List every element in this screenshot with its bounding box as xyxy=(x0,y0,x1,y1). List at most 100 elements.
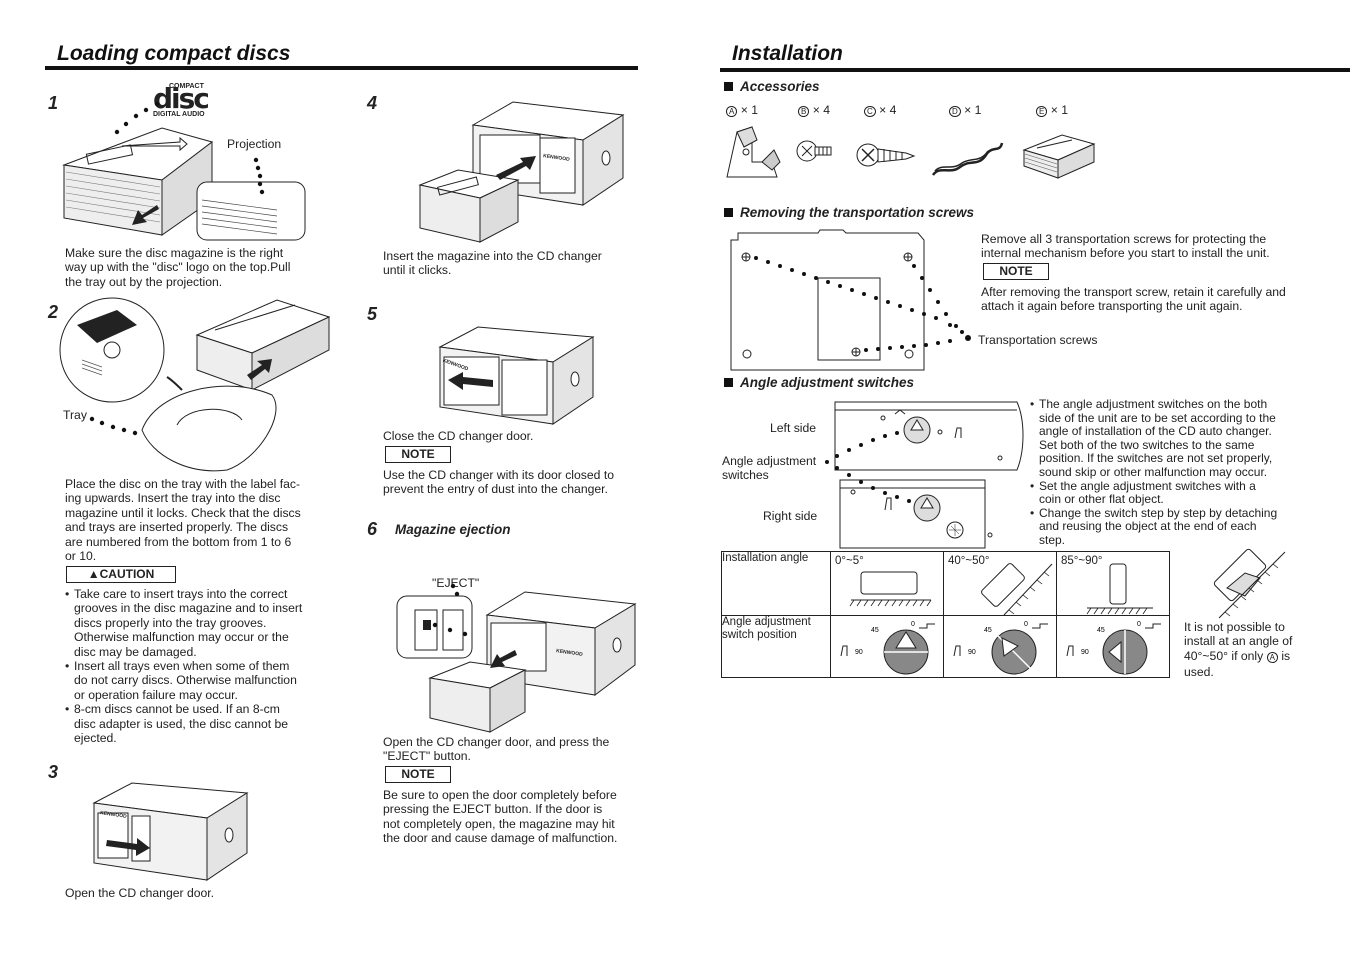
right-side-label: Right side xyxy=(763,509,818,523)
switches-bullet-item: The angle adjustment switches on the bot… xyxy=(1030,397,1340,480)
disc-logo: COMPACT disc DIGITAL AUDIO xyxy=(153,82,210,118)
tray-label: Tray xyxy=(63,408,87,422)
installation-angle-label: Installation angle xyxy=(721,551,831,616)
angle-90-icon xyxy=(1086,563,1153,615)
title-rule-left xyxy=(45,66,638,70)
dial-left-icon: 45 90 0 xyxy=(1066,621,1161,675)
step-number-1: 1 xyxy=(48,93,59,113)
bracket-icon xyxy=(726,126,781,178)
magazine-insert-illustration xyxy=(418,101,625,243)
circled-mark: A xyxy=(1266,651,1278,663)
svg-text:0: 0 xyxy=(1024,621,1028,628)
svg-text:45: 45 xyxy=(1097,627,1105,634)
page-title-left: Loading compact discs xyxy=(57,42,291,65)
installation-angle-table: Installation angle 0°~5° 40°~50° 85°~90° xyxy=(721,551,1170,678)
magazine-pull-illustration xyxy=(62,101,306,241)
changer-open-door-illustration xyxy=(92,782,249,881)
transportation-screws-callout: Transportation screws xyxy=(978,333,1098,347)
accessory-label-c: C × 4 xyxy=(864,103,896,119)
note-box: NOTE xyxy=(385,446,451,463)
svg-text:90: 90 xyxy=(855,649,863,656)
step-2-text: Place the disc on the tray with the labe… xyxy=(65,477,301,564)
screws-heading: Removing the transportation screws xyxy=(724,205,974,220)
accessory-label-e: E × 1 xyxy=(1036,103,1068,119)
angle-cell: 85°~90° xyxy=(1056,551,1170,616)
unit-bottom-illustration xyxy=(730,229,971,371)
angle-45-icon xyxy=(981,563,1053,616)
accessories-heading: Accessories xyxy=(724,79,820,94)
svg-text:0: 0 xyxy=(1137,621,1141,628)
switches-bullets: The angle adjustment switches on the bot… xyxy=(1030,397,1340,548)
svg-text:45: 45 xyxy=(984,627,992,634)
projection-label: Projection xyxy=(227,137,282,151)
changer-close-door-illustration xyxy=(438,326,595,425)
magazine-ejection-heading: Magazine ejection xyxy=(395,522,511,537)
angle-value: 0°~5° xyxy=(835,555,864,567)
step-5-text: Close the CD changer door. xyxy=(383,429,534,443)
eject-illustration xyxy=(396,583,637,733)
angle-value: 85°~90° xyxy=(1061,555,1103,567)
step-5-note-text: Use the CD changer with its door closed … xyxy=(383,468,614,497)
cable-icon xyxy=(931,142,1004,176)
disc-tray-illustration xyxy=(59,297,331,472)
step-1-text: Make sure the disc magazine is the right… xyxy=(65,246,291,289)
caution-list: Take care to insert trays into the corre… xyxy=(65,587,340,745)
step-number-3: 3 xyxy=(48,762,59,782)
title-rule-right xyxy=(720,68,1350,72)
angle-cell: 0°~5° xyxy=(830,551,944,616)
accessory-label-a: A × 1 xyxy=(726,103,758,119)
dial-cell: 45 90 0 xyxy=(943,615,1057,678)
circled-mark: B xyxy=(798,106,810,117)
screw-b-icon xyxy=(796,140,832,162)
dial-cell: 45 90 0 xyxy=(1056,615,1170,678)
switches-bullet-item: Set the angle adjustment switches with a… xyxy=(1030,479,1340,507)
svg-text:45: 45 xyxy=(871,627,879,634)
dial-cell: 45 90 0 xyxy=(830,615,944,678)
warning-icon: ▲ xyxy=(87,567,100,581)
eject-label: "EJECT" xyxy=(432,576,480,590)
left-side-label: Left side xyxy=(770,421,817,435)
circled-mark: E xyxy=(1036,106,1048,117)
note-box: NOTE xyxy=(983,263,1049,280)
circled-mark: A xyxy=(726,106,738,117)
screw-c-icon xyxy=(856,143,916,167)
page-title-right: Installation xyxy=(732,42,843,65)
switches-bullet-item: Change the switch step by step by detach… xyxy=(1030,506,1340,548)
switches-heading: Angle adjustment switches xyxy=(724,375,914,390)
step-number-6: 6 xyxy=(367,519,378,539)
note-box: NOTE xyxy=(385,766,451,783)
angle-side-note: It is not possible to install at an angl… xyxy=(1184,620,1293,680)
unit-side-switches-illustration xyxy=(825,401,1024,549)
svg-text:90: 90 xyxy=(968,649,976,656)
svg-text:0: 0 xyxy=(911,621,915,628)
screws-text: Remove all 3 transportation screws for p… xyxy=(981,232,1270,261)
screws-note-text: After removing the transport screw, reta… xyxy=(981,285,1286,314)
table-row: Installation angle 0°~5° 40°~50° 85°~90° xyxy=(721,551,1170,616)
step-number-2: 2 xyxy=(48,302,59,322)
caution-item: Insert all trays even when some of themd… xyxy=(65,659,340,702)
dial-up-icon: 45 90 0 xyxy=(840,621,935,675)
step-6-note-text: Be sure to open the door completely befo… xyxy=(383,788,618,846)
circled-mark: D xyxy=(949,106,961,117)
caution-item: Take care to insert trays into the corre… xyxy=(65,587,340,659)
angle-value: 40°~50° xyxy=(948,555,990,567)
step-number-5: 5 xyxy=(367,304,378,324)
angle-cell: 40°~50° xyxy=(943,551,1057,616)
angle-0-icon xyxy=(849,571,932,607)
step-3-text: Open the CD changer door. xyxy=(65,886,215,900)
dial-diagonal-icon: 45 90 0 xyxy=(953,621,1048,675)
accessory-label-b: B × 4 xyxy=(798,103,830,119)
accessory-label-d: D × 1 xyxy=(949,103,981,119)
step-number-4: 4 xyxy=(367,93,378,113)
bracket-angle-icon xyxy=(1213,548,1286,619)
caution-item: 8-cm discs cannot be used. If an 8-cmdis… xyxy=(65,702,340,745)
step-6-text: Open the CD changer door, and press the"… xyxy=(383,735,610,764)
magazine-e-icon xyxy=(1022,134,1096,179)
caution-box: ▲CAUTION xyxy=(66,566,176,583)
svg-text:90: 90 xyxy=(1081,649,1089,656)
circled-mark: C xyxy=(864,106,876,117)
